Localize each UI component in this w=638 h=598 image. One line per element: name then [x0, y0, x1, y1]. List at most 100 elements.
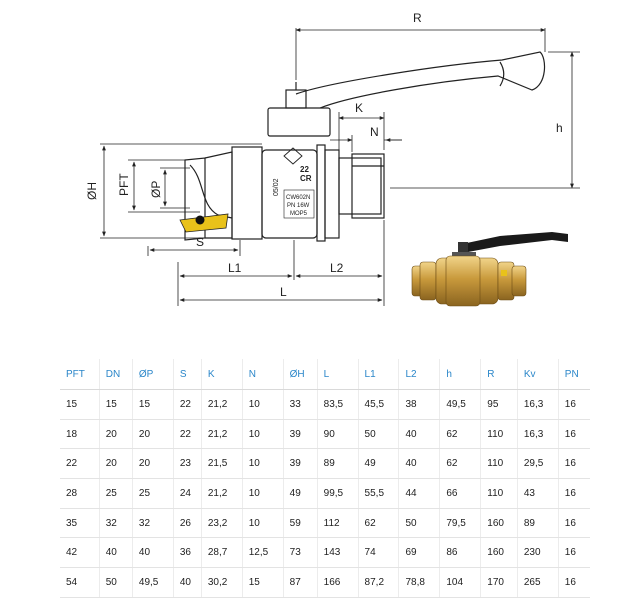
table-cell: 28 — [60, 478, 100, 509]
column-header: N — [242, 359, 284, 390]
o-ring — [195, 215, 205, 225]
marking-size: 22 — [300, 165, 309, 174]
table-cell: 95 — [480, 389, 518, 420]
table-cell: 39 — [283, 448, 318, 480]
table-cell: 10 — [242, 478, 284, 509]
table-cell: 110 — [480, 448, 518, 480]
column-header: PFT — [60, 359, 100, 390]
column-header: K — [201, 359, 243, 390]
marking-pressure: PN 16W — [287, 203, 310, 209]
table-cell: 20 — [132, 448, 174, 480]
table-cell: 39 — [283, 419, 318, 450]
table-cell: 20 — [132, 419, 174, 450]
dim-label-k: K — [355, 101, 363, 115]
table-cell: 265 — [517, 567, 559, 598]
table-cell: 21,5 — [201, 448, 243, 480]
marking-date: 05/02 — [273, 178, 280, 196]
photo-handle — [462, 232, 568, 252]
table-cell: 40 — [132, 537, 174, 569]
table-cell: 36 — [173, 537, 202, 569]
table-cell: 25 — [99, 478, 133, 509]
column-header: L1 — [358, 359, 400, 390]
table-cell: 18 — [60, 419, 100, 450]
table-cell: 49,5 — [439, 389, 482, 420]
table-cell: 16 — [558, 389, 590, 420]
table-cell: 25 — [132, 478, 174, 509]
table-cell: 43 — [517, 478, 559, 509]
table-cell: 22 — [173, 389, 202, 420]
table-cell: 16 — [558, 478, 590, 509]
table-cell: 15 — [60, 389, 100, 420]
table-cell: 50 — [99, 567, 133, 598]
table-cell: 83,5 — [317, 389, 359, 420]
table-cell: 35 — [60, 508, 100, 539]
table-cell: 66 — [439, 478, 482, 509]
table-cell: 38 — [398, 389, 441, 420]
table-cell: 10 — [242, 508, 284, 539]
table-cell: 16,3 — [517, 389, 559, 420]
table-cell: 16 — [558, 508, 590, 539]
table-cell: 62 — [439, 419, 482, 450]
dim-label-l1: L1 — [228, 261, 242, 275]
column-header: ØH — [283, 359, 318, 390]
column-header: h — [439, 359, 482, 390]
table-cell: 49,5 — [132, 567, 174, 598]
table-cell: 55,5 — [358, 478, 400, 509]
table-cell: 29,5 — [517, 448, 559, 480]
table-cell: 12,5 — [242, 537, 284, 569]
table-cell: 87 — [283, 567, 318, 598]
flame-icon — [283, 147, 303, 165]
table-cell: 110 — [480, 478, 518, 509]
column-header: DN — [99, 359, 133, 390]
table-cell: 23,2 — [201, 508, 243, 539]
table-cell: 112 — [317, 508, 359, 539]
seal-insert — [179, 213, 229, 233]
table-cell: 89 — [317, 448, 359, 480]
table-cell: 160 — [480, 537, 518, 569]
table-cell: 10 — [242, 419, 284, 450]
valve-outline — [184, 51, 546, 242]
column-header: L2 — [398, 359, 441, 390]
table-cell: 99,5 — [317, 478, 359, 509]
table-cell: 16 — [558, 537, 590, 569]
table-cell: 86 — [439, 537, 482, 569]
table-cell: 170 — [480, 567, 518, 598]
dim-label-r: R — [413, 11, 422, 25]
column-header: L — [317, 359, 359, 390]
dim-label-pft: PFT — [117, 173, 131, 196]
table-cell: 78,8 — [398, 567, 441, 598]
table-cell: 10 — [242, 389, 284, 420]
table-cell: 16,3 — [517, 419, 559, 450]
table-cell: 50 — [358, 419, 400, 450]
table-cell: 49 — [358, 448, 400, 480]
table-cell: 74 — [358, 537, 400, 569]
table-cell: 40 — [99, 537, 133, 569]
table-cell: 30,2 — [201, 567, 243, 598]
table-cell: 90 — [317, 419, 359, 450]
dim-label-oh: ØH — [85, 182, 99, 200]
marking-cr: CR — [300, 174, 312, 183]
column-header: PN — [558, 359, 590, 390]
column-header: S — [173, 359, 202, 390]
dim-label-l2: L2 — [330, 261, 344, 275]
table-cell: 104 — [439, 567, 482, 598]
table-cell: 50 — [398, 508, 441, 539]
dim-label-l: L — [280, 285, 287, 299]
dimension-lines — [100, 28, 580, 306]
table-cell: 15 — [132, 389, 174, 420]
table-cell: 40 — [398, 448, 441, 480]
table-cell: 42 — [60, 537, 100, 569]
table-cell: 33 — [283, 389, 318, 420]
dim-label-op: ØP — [149, 181, 163, 198]
table-cell: 20 — [99, 448, 133, 480]
column-header: Kv — [517, 359, 559, 390]
column-header: ØP — [132, 359, 174, 390]
table-cell: 28,7 — [201, 537, 243, 569]
table-cell: 32 — [132, 508, 174, 539]
